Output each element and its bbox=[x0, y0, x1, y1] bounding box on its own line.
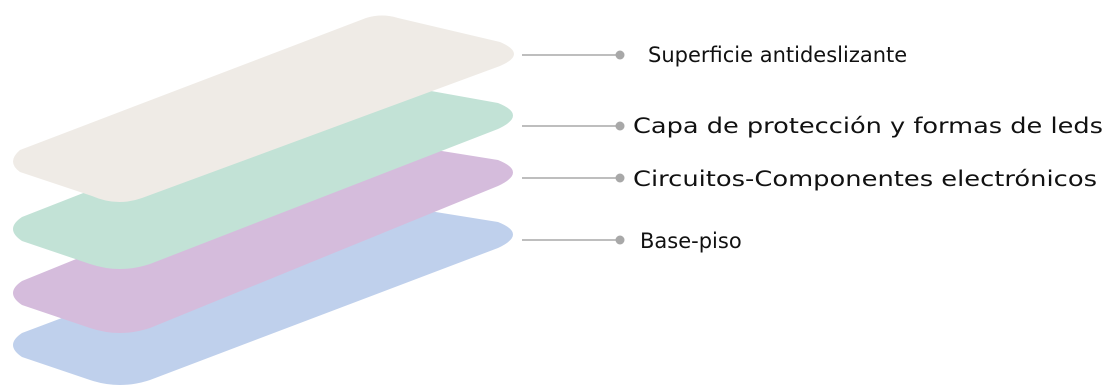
layer-plate-base bbox=[13, 202, 513, 385]
leader-dot bbox=[615, 235, 625, 245]
label-base: Base-piso bbox=[640, 229, 742, 253]
leader-protection bbox=[522, 121, 625, 131]
label-surface: Superficie antideslizante bbox=[648, 43, 907, 67]
leader-dot bbox=[615, 50, 625, 60]
leader-circuits bbox=[522, 173, 625, 183]
layer-plate-circuits bbox=[13, 140, 513, 333]
label-circuits: Circuitos-Componentes electrónicos bbox=[633, 167, 1097, 191]
layer-plate-protection bbox=[13, 81, 513, 269]
leader-base bbox=[522, 235, 625, 245]
layer-plate-surface bbox=[13, 15, 514, 203]
leader-surface bbox=[522, 50, 625, 60]
leader-dot bbox=[615, 173, 625, 183]
leader-dot bbox=[615, 121, 625, 131]
label-protection: Capa de protección y formas de leds bbox=[633, 114, 1103, 138]
